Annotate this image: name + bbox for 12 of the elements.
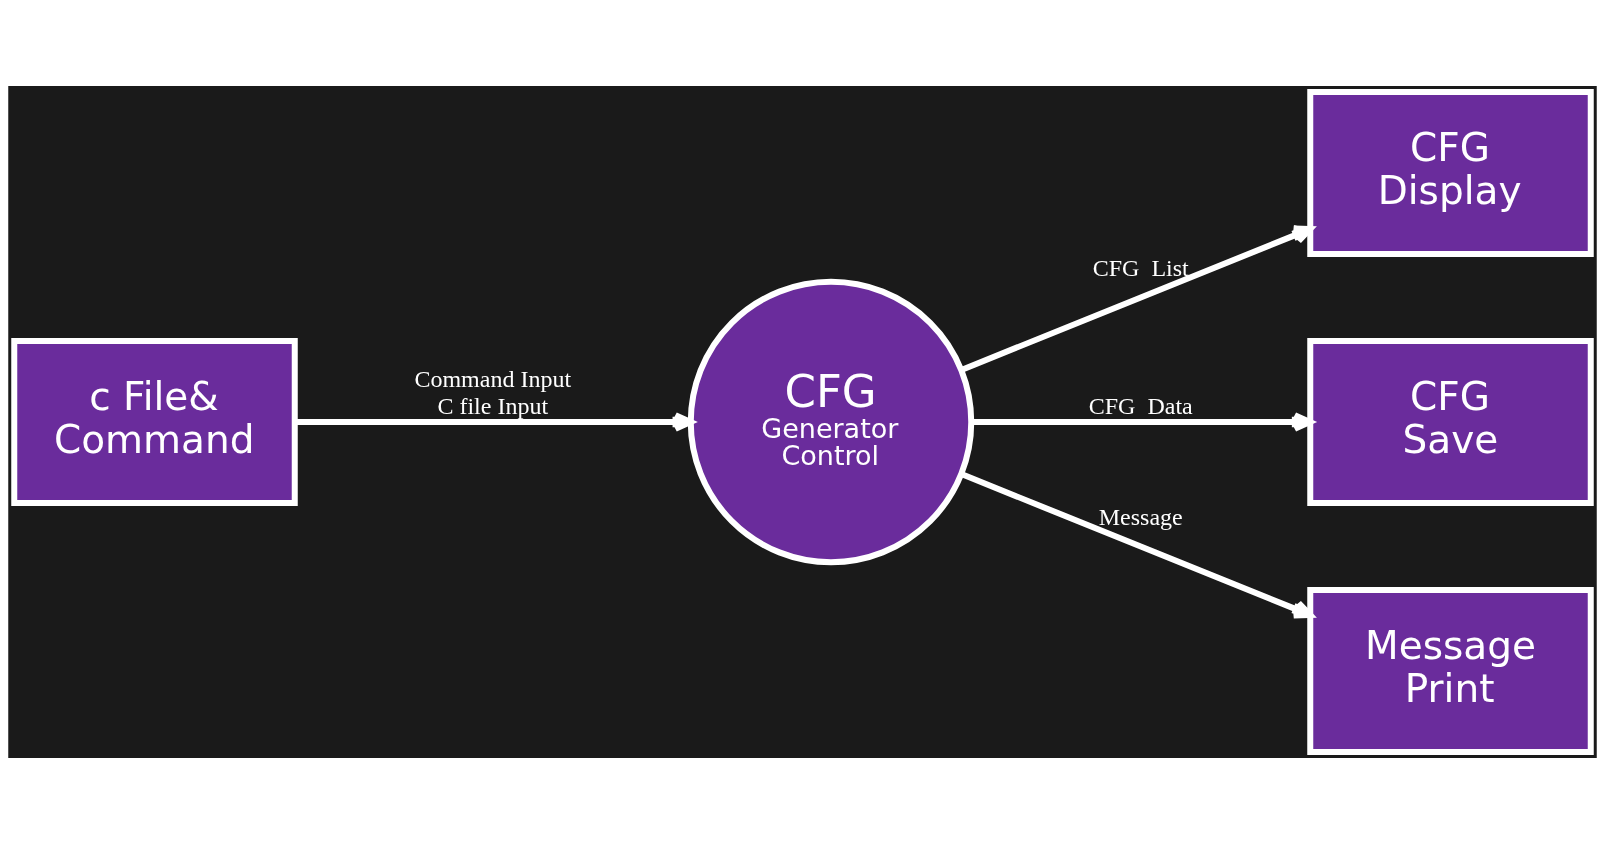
node-box: CFG Save bbox=[1307, 337, 1594, 506]
arrow bbox=[960, 470, 1314, 619]
edge-label: Command Input C file Input bbox=[414, 365, 572, 419]
arrow bbox=[971, 411, 1314, 432]
node-box: Message Print bbox=[1307, 586, 1594, 755]
edge-label: CFG Data bbox=[1088, 392, 1193, 419]
node-box: c File& Command bbox=[11, 337, 298, 506]
node-box: CFG Display bbox=[1307, 88, 1594, 257]
edge-label: Message bbox=[1098, 503, 1183, 530]
edge-label: CFG List bbox=[1092, 254, 1189, 281]
arrow bbox=[960, 224, 1314, 373]
node-circle: CFG Generator Control bbox=[687, 278, 975, 565]
